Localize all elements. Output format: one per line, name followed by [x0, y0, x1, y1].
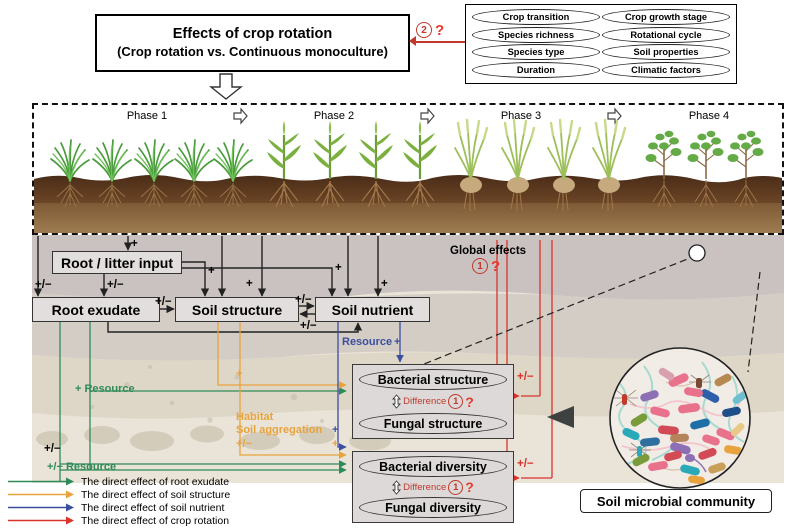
legend-label-soil-structure: The direct effect of soil structure [81, 488, 231, 501]
circle-number-1-structure: 1 [448, 394, 464, 409]
factor-soil-properties: Soil properties [602, 44, 730, 60]
legend-label-root-exudate: The direct effect of root exudate [81, 475, 230, 488]
label-plus-mid-1: + [246, 278, 253, 290]
box-soil-structure: Soil structure [175, 297, 299, 322]
marker-question-2: 2 ? [416, 22, 444, 38]
updown-arrow-icon-diversity [392, 479, 402, 495]
label-soil-aggregation: Soil aggregation [236, 424, 323, 436]
phase-label-4: Phase 4 [688, 110, 730, 122]
phase-arrow-icon-3 [607, 107, 622, 125]
label-pm-red-diversity: +/− [517, 458, 534, 470]
global-effects-label: Global effects [450, 245, 527, 257]
legend-label-crop-rotation: The direct effect of crop rotation [81, 514, 230, 527]
label-plus-nutrient-in: + [335, 262, 342, 274]
phase-arrow-icon-2 [420, 107, 435, 125]
soil-microbial-community-caption: Soil microbial community [580, 489, 772, 513]
factor-crop-transition: Crop transition [472, 9, 600, 25]
label-pm-resource-green: +/− Resource [47, 461, 117, 473]
factor-box: Crop transition Crop growth stage Specie… [465, 4, 737, 84]
label-plus-resource-green: + Resource [75, 383, 135, 395]
legend-row-root-exudate: The direct effect of root exudate [8, 476, 308, 488]
factor-duration: Duration [472, 61, 600, 78]
legend-arrow-blue-icon [8, 502, 76, 513]
factor-to-title-arrowhead [409, 36, 416, 46]
difference-row-diversity: Difference 1 ? [392, 478, 474, 496]
updown-arrow-icon-structure [392, 394, 402, 409]
box-microbial-diversity: Bacterial diversity Difference 1 ? Funga… [352, 451, 514, 523]
oval-bacterial-diversity: Bacterial diversity [359, 456, 507, 477]
legend-label-soil-nutrient: The direct effect of soil nutrient [81, 501, 225, 514]
soil-microbial-community-illustration [609, 347, 751, 489]
phase-label-3: Phase 3 [500, 110, 542, 122]
box-root-exudate: Root exudate [32, 297, 160, 322]
label-plus-blue-lower: + [332, 424, 339, 436]
factor-species-richness: Species richness [472, 26, 600, 43]
legend-arrow-orange-icon [8, 489, 76, 500]
question-mark-2: ? [435, 21, 445, 39]
question-mark-diversity: ? [465, 479, 474, 495]
label-pm-litter-exudate: +/− [107, 279, 124, 291]
label-plus-root-litter: + [131, 238, 138, 250]
circle-number-1-global: 1 [472, 258, 488, 274]
legend-row-soil-nutrient: The direct effect of soil nutrient [8, 502, 308, 514]
label-plus-orange-lower: + [332, 438, 339, 450]
factor-climatic-factors: Climatic factors [602, 61, 730, 78]
down-block-arrow-icon [208, 73, 244, 100]
soil-profile-background [32, 235, 784, 483]
phase-panel: Phase 1 Phase 2 Phase 3 Phase 4 [32, 103, 784, 235]
box-soil-nutrient: Soil nutrient [315, 297, 430, 322]
label-habitat: Habitat [236, 411, 274, 423]
circle-number-2: 2 [416, 22, 432, 38]
legend-row-crop-rotation: The direct effect of crop rotation [8, 515, 308, 527]
label-pm-structure-nutrient: +/− [295, 294, 312, 306]
factor-rotational-cycle: Rotational cycle [602, 26, 730, 43]
label-resource-blue: Resource [342, 336, 393, 348]
legend-arrow-green-icon [8, 476, 76, 487]
label-pm-exudate-in: +/− [35, 279, 52, 291]
title-box: Effects of crop rotation (Crop rotation … [95, 14, 410, 72]
label-pm-exudate-structure: +/− [155, 296, 172, 308]
difference-label-structure: Difference [403, 396, 447, 407]
circle-number-1-diversity: 1 [448, 479, 464, 495]
oval-fungal-diversity: Fungal diversity [359, 497, 507, 518]
legend: The direct effect of root exudate The di… [8, 476, 308, 528]
label-pm-nutrient-return: +/− [300, 320, 317, 332]
title-line-2: (Crop rotation vs. Continuous monocultur… [117, 43, 388, 59]
factor-to-title-connector [414, 41, 466, 43]
phase-label-2: Phase 2 [313, 110, 355, 122]
factor-crop-growth-stage: Crop growth stage [602, 9, 730, 25]
box-root-litter-input: Root / litter input [52, 251, 182, 274]
label-plus-mid-2: + [381, 278, 388, 290]
label-pm-lower-left: +/− [44, 443, 61, 455]
label-pm-red-structure: +/− [517, 371, 534, 383]
factor-grid: Crop transition Crop growth stage Specie… [472, 9, 730, 79]
box-microbial-structure: Bacterial structure Difference 1 ? Funga… [352, 364, 514, 439]
legend-row-soil-structure: The direct effect of soil structure [8, 489, 308, 501]
difference-label-diversity: Difference [403, 481, 447, 493]
label-plus-structure-in: + [208, 265, 215, 277]
crop-soil-illustration [34, 118, 782, 233]
question-mark-global: ? [491, 257, 501, 275]
title-line-1: Effects of crop rotation [172, 26, 333, 43]
phase-arrow-icon-1 [233, 107, 248, 125]
phase-label-1: Phase 1 [126, 110, 168, 122]
label-pm-habitat: +/− [236, 438, 252, 450]
label-plus-resource-blue: + [394, 336, 401, 348]
difference-row-structure: Difference 1 ? [392, 393, 474, 411]
factor-species-type: Species type [472, 44, 600, 60]
oval-fungal-structure: Fungal structure [359, 413, 507, 434]
oval-bacterial-structure: Bacterial structure [359, 369, 507, 390]
legend-arrow-red-icon [8, 515, 76, 526]
global-effects-marker: Global effects 1 ? [450, 245, 526, 274]
label-plus-orange-upper: + [236, 368, 243, 380]
question-mark-structure: ? [465, 393, 474, 410]
